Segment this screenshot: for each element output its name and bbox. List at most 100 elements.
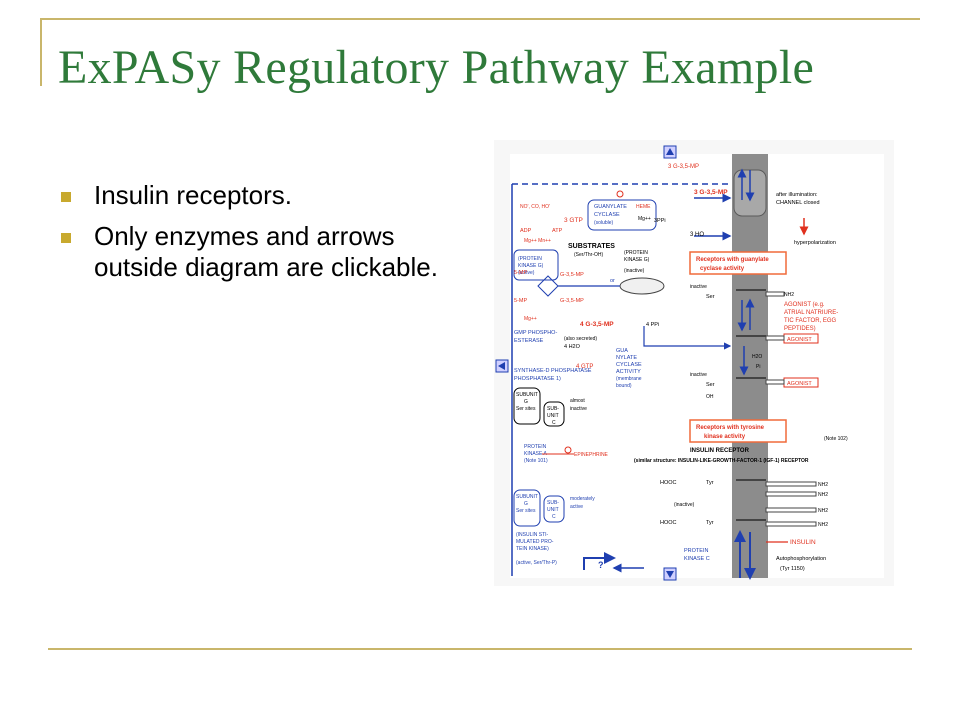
membrane-column xyxy=(732,154,768,578)
label-hooc: HOOC xyxy=(660,520,677,526)
bullet-square-icon xyxy=(61,233,71,243)
nav-up-arrow-icon xyxy=(666,148,674,155)
label-inactive: inactive xyxy=(690,284,707,290)
label-kinase-c[interactable]: KINASE C xyxy=(684,556,710,562)
label-tic-factor: TIC FACTOR, EGG xyxy=(784,318,837,324)
frame-left-line xyxy=(40,18,42,86)
label-hooc: HOOC xyxy=(660,480,677,486)
label-gua: GUA xyxy=(616,348,628,354)
label-heme: HEME xyxy=(636,204,651,210)
label-insulin: INSULIN xyxy=(790,539,816,546)
label-similar-structure: (similar structure: INSULIN-LIKE-GROWTH-… xyxy=(634,458,809,464)
label-mg-left: Mg++ xyxy=(524,316,537,322)
tyrosine-receptors-box xyxy=(689,419,787,443)
label-active: active xyxy=(570,504,583,510)
label-inactive: inactive xyxy=(690,372,707,378)
label-kinase-a[interactable]: KINASE A xyxy=(524,451,547,457)
bullet-text: Insulin receptors. xyxy=(94,180,292,210)
label-3ho: 3 HO xyxy=(690,232,704,238)
label-4gtp: 4 GTP xyxy=(576,364,593,370)
label-no-co: NO', CO, HO' xyxy=(520,204,550,210)
label-question: ? xyxy=(598,560,604,570)
label-nylate: NYLATE xyxy=(616,355,637,361)
label-g: G xyxy=(524,501,528,507)
frame-top-line xyxy=(40,18,920,20)
kinase-return-arrow[interactable] xyxy=(583,552,616,570)
label-agonist-eg: AGONIST (e.g. xyxy=(784,302,825,308)
label-protein-kinase-g: (PROTEIN xyxy=(624,250,648,256)
kinase-ellipse xyxy=(619,277,665,295)
label-esterase[interactable]: ESTERASE xyxy=(514,338,544,344)
subunit-c-box-2 xyxy=(543,495,565,523)
label-unit: UNIT xyxy=(547,413,559,419)
receptor-bar xyxy=(765,291,785,297)
label-membrane: (membrane xyxy=(616,376,642,382)
label-tyr-1150: (Tyr 1150) xyxy=(780,566,805,572)
label-hyperpolarization: hyperpolarization xyxy=(794,240,836,246)
receptor-chain xyxy=(765,507,817,513)
label-channel-closed: CHANNEL closed xyxy=(776,200,820,206)
label-cyclase-activity: cyclase activity xyxy=(700,266,745,272)
label-synthase[interactable]: SYNTHASE-D PHOSPHATASE xyxy=(514,368,592,374)
frame-bottom-line xyxy=(48,648,912,650)
receptor-bar xyxy=(765,335,785,341)
label-5mp: 5-MP xyxy=(514,298,527,304)
bullet-square-icon xyxy=(61,192,71,202)
label-oh: OH xyxy=(706,394,714,400)
label-nh2: NH2 xyxy=(818,508,828,514)
label-note-102: (Note 102) xyxy=(824,436,848,442)
label-ser: Ser xyxy=(706,382,715,388)
label-moderately: moderately xyxy=(570,496,595,502)
label-c: C xyxy=(552,420,556,426)
label-agonist: AGONIST xyxy=(787,381,812,387)
label-protein-kinase-a[interactable]: PROTEIN xyxy=(524,444,547,450)
label-ser-sites: Ser sites xyxy=(516,508,536,514)
label-insulin-receptor: INSULIN RECEPTOR xyxy=(690,448,750,454)
label-guanylate: GUANYLATE xyxy=(594,204,627,210)
label-soluble: (soluble) xyxy=(594,220,614,226)
guanylate-receptors-box xyxy=(689,251,787,275)
label-g: G xyxy=(524,399,528,405)
label-tyr: Tyr xyxy=(706,480,714,486)
label-activity: ACTIVITY xyxy=(616,369,641,375)
label-active-ser: (active, Ser/Thr-P) xyxy=(516,560,557,566)
receptor-bar xyxy=(765,379,785,385)
pathway-diagram-svg: 3 G-3,5-MP 3 G-3,5-MP after illumination… xyxy=(495,145,884,581)
label-mg: Mg++ xyxy=(638,216,651,222)
label-almost: almost xyxy=(570,398,585,404)
bullet-list: Insulin receptors. Only enzymes and arro… xyxy=(58,180,458,293)
bullet-item: Only enzymes and arrows outside diagram … xyxy=(58,221,458,283)
label-sub: SUB- xyxy=(547,500,559,506)
label-inactive-kinase: (inactive) xyxy=(624,268,645,274)
label-cgmp-top: 3 G-3,5-MP xyxy=(668,164,699,170)
label-gmp-phosphodiesterase[interactable]: GMP PHOSPHO- xyxy=(514,330,557,336)
receptor-chain xyxy=(765,521,817,527)
label-protein: (PROTEIN xyxy=(518,256,542,262)
label-autophosphorylation: Autophosphorylation xyxy=(776,556,826,562)
label-note-101: (Note 101) xyxy=(524,458,548,464)
label-g35mp: G-3,5-MP xyxy=(560,272,584,278)
label-pi: Pi xyxy=(756,364,760,370)
plus-icon xyxy=(616,190,624,198)
guanylate-cyclase-box[interactable] xyxy=(587,199,657,231)
label-substrates: SUBSTRATES xyxy=(568,243,615,250)
label-inactive: inactive xyxy=(570,406,587,412)
label-ser-sites: Ser sites xyxy=(516,406,536,412)
label-phosphatase[interactable]: PHOSPHATASE 1) xyxy=(514,376,561,382)
label-kinase-g: KINASE G) xyxy=(624,257,650,263)
label-bound: bound) xyxy=(616,383,632,389)
label-tyr: Tyr xyxy=(706,520,714,526)
label-nh2: NH2 xyxy=(784,292,794,298)
label-sub: SUB- xyxy=(547,406,559,412)
slide-title: ExPASy Regulatory Pathway Example xyxy=(58,41,815,94)
label-3ppi: 3PPi xyxy=(654,218,666,224)
label-agonist: AGONIST xyxy=(787,337,812,343)
label-insulin-stimulated: (INSULIN STI- xyxy=(516,532,549,538)
diagram-panel xyxy=(510,154,884,578)
subunit-g-box-2 xyxy=(513,489,541,527)
label-nh2: NH2 xyxy=(818,482,828,488)
protein-kinase-g-box[interactable] xyxy=(513,249,559,281)
nav-down-arrow-icon xyxy=(666,571,674,578)
label-protein-kinase-c[interactable]: PROTEIN xyxy=(684,548,708,554)
cyclase-pathway-line[interactable] xyxy=(643,326,732,350)
